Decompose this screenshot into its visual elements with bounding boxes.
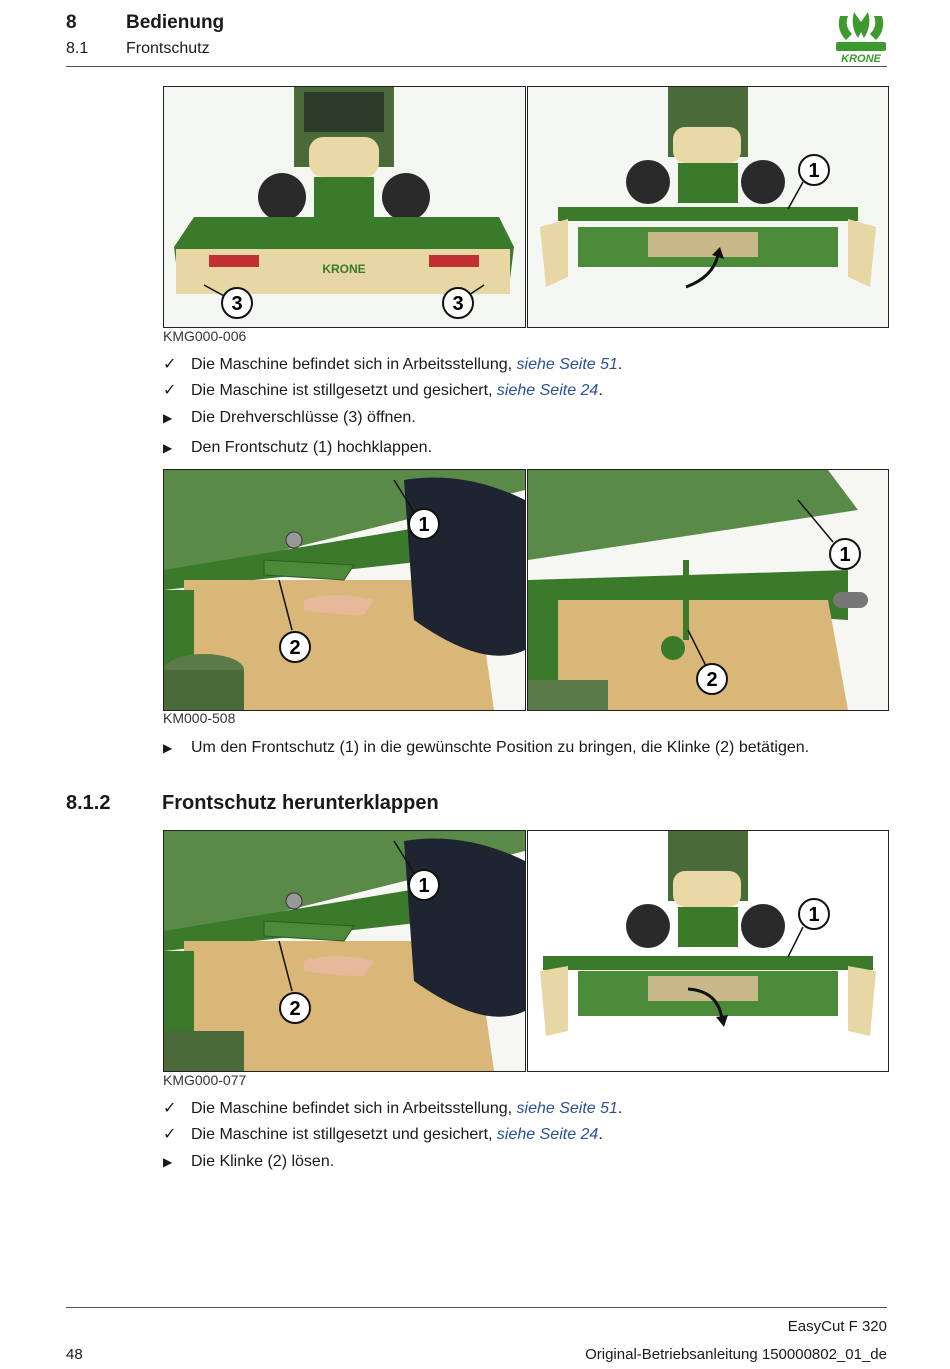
page-link[interactable]: siehe Seite 24 bbox=[496, 382, 599, 399]
callout-1: 1 bbox=[839, 544, 850, 566]
section-title: Frontschutz bbox=[126, 40, 210, 57]
chapter-title: Bedienung bbox=[126, 12, 225, 33]
callout-3-a: 3 bbox=[231, 293, 242, 315]
chapter-number: 8 bbox=[66, 12, 77, 33]
figure-1-left-image: KRONE 3 3 bbox=[163, 86, 526, 328]
arrow-right-icon: ▶ bbox=[163, 441, 173, 455]
callout-2: 2 bbox=[706, 669, 717, 691]
footer-product: EasyCut F 320 bbox=[787, 1318, 887, 1335]
arrow-right-icon: ▶ bbox=[163, 411, 173, 425]
list-2-item-1: ▶Um den Frontschutz (1) in die gewünscht… bbox=[163, 739, 810, 756]
figure-1-right-image: 1 bbox=[527, 86, 889, 328]
section-number: 8.1 bbox=[66, 40, 89, 57]
check-icon: ✓ bbox=[163, 1126, 177, 1143]
check-icon: ✓ bbox=[163, 1100, 177, 1117]
figure-2-left-image: 1 2 bbox=[163, 469, 526, 711]
figure-1-code: KMG000-006 bbox=[163, 328, 247, 344]
check-icon: ✓ bbox=[163, 382, 177, 399]
subsection-number: 8.1.2 bbox=[66, 792, 111, 814]
figure-2-code: KM000-508 bbox=[163, 710, 236, 726]
figure-3-code: KMG000-077 bbox=[163, 1072, 247, 1088]
list-3-item-1: ✓Die Maschine befindet sich in Arbeitsst… bbox=[163, 1100, 623, 1117]
callout-1: 1 bbox=[418, 514, 429, 536]
callout-3-b: 3 bbox=[452, 293, 463, 315]
figure-3-right-image: 1 bbox=[527, 830, 889, 1072]
footer-page-number: 48 bbox=[66, 1346, 83, 1363]
list-1-item-3: ▶Die Drehverschlüsse (3) öffnen. bbox=[163, 409, 416, 426]
page-link[interactable]: siehe Seite 24 bbox=[496, 1126, 599, 1143]
machine-brand-label: KRONE bbox=[322, 262, 365, 276]
header-rule bbox=[66, 66, 887, 67]
footer-document: Original-Betriebsanleitung 150000802_01_… bbox=[585, 1346, 887, 1363]
list-3-item-2: ✓Die Maschine ist stillgesetzt und gesic… bbox=[163, 1126, 603, 1143]
footer-rule bbox=[66, 1307, 887, 1308]
list-1-item-1: ✓Die Maschine befindet sich in Arbeitsst… bbox=[163, 356, 623, 373]
callout-1: 1 bbox=[808, 904, 819, 926]
figure-3-left-image: 1 2 bbox=[163, 830, 526, 1072]
list-3-item-3: ▶Die Klinke (2) lösen. bbox=[163, 1153, 335, 1170]
callout-2: 2 bbox=[289, 998, 300, 1020]
page-link[interactable]: siehe Seite 51 bbox=[516, 1100, 618, 1117]
arrow-right-icon: ▶ bbox=[163, 741, 173, 755]
list-1-item-2: ✓Die Maschine ist stillgesetzt und gesic… bbox=[163, 382, 603, 399]
callout-2: 2 bbox=[289, 637, 300, 659]
subsection-title: Frontschutz herunterklappen bbox=[162, 792, 439, 814]
logo-text: KRONE bbox=[841, 53, 881, 65]
page-link[interactable]: siehe Seite 51 bbox=[516, 356, 618, 373]
callout-1: 1 bbox=[808, 160, 819, 182]
check-icon: ✓ bbox=[163, 356, 177, 373]
list-1-item-4: ▶Den Frontschutz (1) hochklappen. bbox=[163, 439, 433, 456]
krone-logo: KRONE bbox=[832, 8, 890, 66]
arrow-right-icon: ▶ bbox=[163, 1155, 173, 1169]
callout-1: 1 bbox=[418, 875, 429, 897]
figure-2-right-image: 1 2 bbox=[527, 469, 889, 711]
